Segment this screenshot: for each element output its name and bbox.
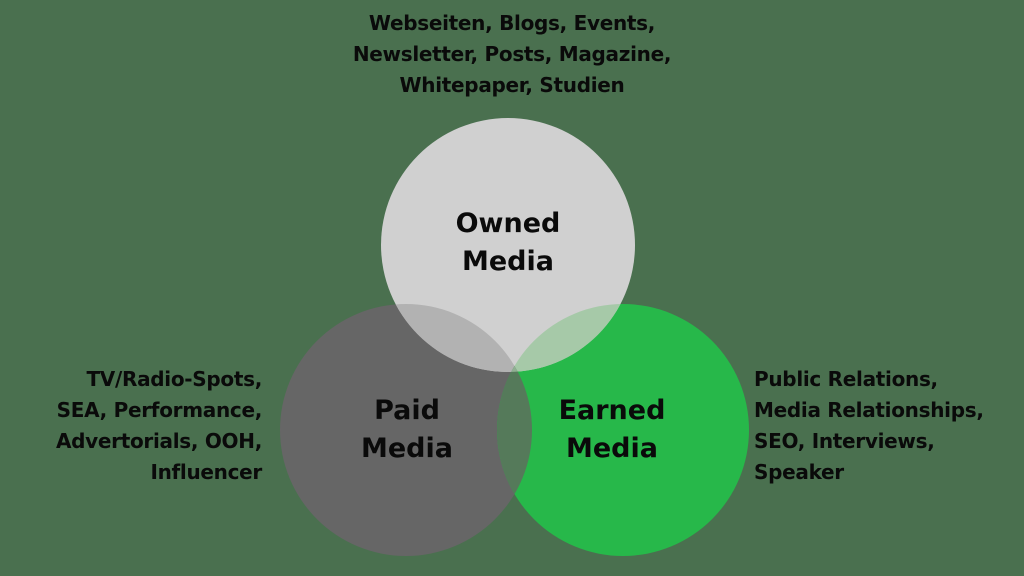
description-line: Influencer — [150, 460, 262, 484]
description-line: Newsletter, Posts, Magazine, — [352, 42, 672, 66]
description-line: TV/Radio-Spots, — [86, 367, 262, 391]
label-line: Media — [361, 433, 453, 464]
label-line: Owned — [455, 208, 561, 239]
description-line: Media Relationships, — [754, 398, 984, 422]
paid-media-label: Paid Media — [307, 392, 507, 468]
label-line: Earned — [558, 395, 666, 426]
owned-media-description: Webseiten, Blogs, Events, Newsletter, Po… — [312, 8, 712, 101]
label-line: Media — [462, 246, 554, 277]
label-line: Paid — [374, 395, 440, 426]
paid-media-description: TV/Radio-Spots, SEA, Performance, Advert… — [10, 364, 262, 488]
description-line: SEO, Interviews, — [754, 429, 935, 453]
owned-media-label: Owned Media — [408, 205, 608, 281]
earned-media-label: Earned Media — [512, 392, 712, 468]
description-line: Webseiten, Blogs, Events, — [368, 11, 656, 35]
description-line: Whitepaper, Studien — [399, 73, 625, 97]
description-line: SEA, Performance, — [56, 398, 263, 422]
description-line: Speaker — [754, 460, 844, 484]
description-line: Public Relations, — [754, 367, 938, 391]
label-line: Media — [566, 433, 658, 464]
paid-media-circle — [280, 304, 532, 556]
earned-media-circle — [497, 304, 749, 556]
description-line: Advertorials, OOH, — [55, 429, 262, 453]
owned-media-circle — [381, 118, 635, 372]
earned-media-description: Public Relations, Media Relationships, S… — [754, 364, 1024, 488]
